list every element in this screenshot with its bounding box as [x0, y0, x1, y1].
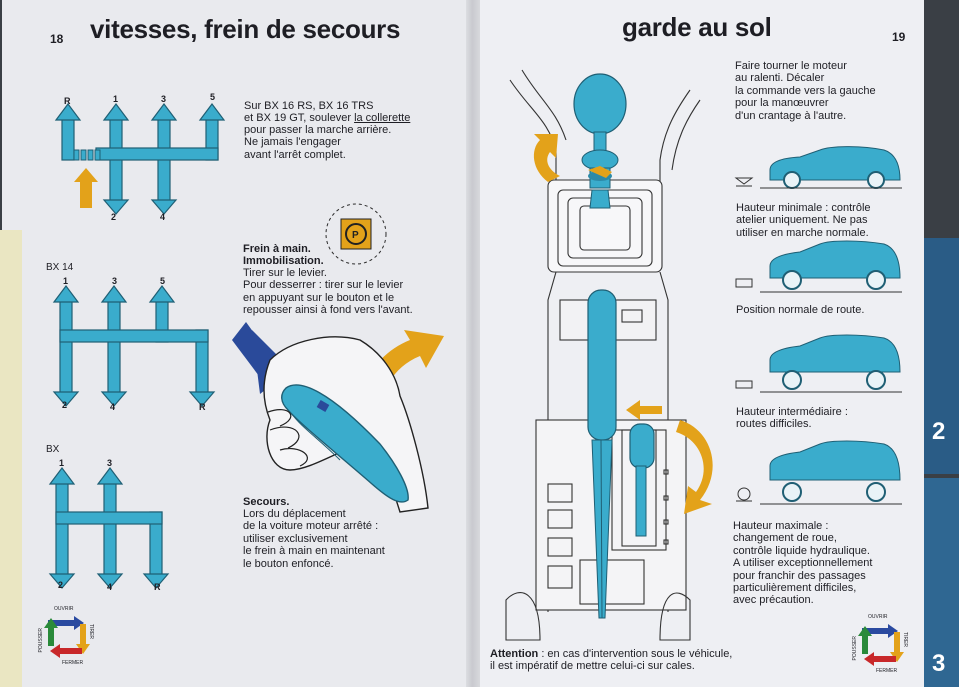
collar-term: la collerette	[354, 112, 411, 124]
handbrake-body: Tirer sur le levier. Pour desserrer : ti…	[243, 267, 413, 317]
gear-diagram-rs	[54, 103, 226, 215]
secours-heading: Secours.	[243, 496, 290, 508]
gear-label-1: 1	[113, 94, 119, 104]
gear-rs-text-line2: et BX 19 GT, soulever la collerette	[244, 112, 410, 124]
page-title: vitesses, frein de secours	[90, 14, 401, 44]
handbrake-heading-line2: Immobilisation.	[243, 255, 324, 267]
section-tab-label: 2	[932, 418, 946, 445]
gear-label-2: 2	[58, 580, 64, 590]
gear-rs-text-rest: pour passer la marche arrière. Ne jamais…	[244, 124, 392, 161]
handbrake-heading-line1: Frein à main.	[243, 243, 311, 255]
attention-note-line2: il est impératif de mettre celui-ci sur …	[490, 660, 695, 672]
gear-label-r: R	[154, 582, 161, 592]
gear-label-5: 5	[210, 92, 216, 102]
page-title: garde au sol	[622, 12, 772, 42]
car-intermediate-height	[735, 334, 902, 393]
handbrake-illustration	[232, 322, 444, 513]
gear-label-5: 5	[160, 276, 166, 286]
height-minimal-text: Hauteur minimale : contrôle atelier uniq…	[736, 202, 871, 239]
height-intermediate-text: Hauteur intermédiaire : routes difficile…	[736, 406, 848, 431]
gear-pattern-5speed-rs	[54, 103, 226, 215]
page-number: 18	[50, 32, 64, 46]
legend-right-label: TIRER	[88, 624, 94, 639]
section-tab-3[interactable]: 3	[924, 478, 959, 687]
attention-label: Attention	[490, 648, 539, 660]
car-normal-height	[735, 240, 902, 293]
gear-label-2: 2	[62, 400, 68, 410]
legend-left-label: POUSSER	[852, 636, 858, 661]
gear-bx-heading: BX	[46, 444, 60, 455]
legend-top-label: OUVRIR	[54, 606, 74, 612]
intro-text: Faire tourner le moteur au ralenti. Déca…	[735, 60, 876, 122]
gear-rs-text-line1: Sur BX 16 RS, BX 16 TRS	[244, 100, 374, 112]
gear-label-2: 2	[111, 212, 117, 222]
legend-top-label: OUVRIR	[868, 614, 888, 620]
page-number: 19	[892, 30, 906, 44]
gear-label-4: 4	[110, 402, 116, 412]
gear-label-3: 3	[107, 458, 113, 468]
page-edge	[0, 230, 22, 687]
handbrake-warning-icon: P	[325, 203, 387, 265]
rotate-arrow-icon	[533, 134, 560, 182]
car-minimal-height	[734, 146, 902, 189]
gear-diagram-bx14	[52, 285, 216, 407]
attention-text: : en cas d'intervention sous le véhicule…	[538, 648, 733, 660]
text-fragment: et BX 19 GT, soulever	[244, 112, 355, 124]
legend-bottom-label: FERMER	[876, 668, 898, 674]
shift-left-arrow-icon	[626, 400, 662, 420]
gear-label-3: 3	[161, 94, 167, 104]
lift-arrow-icon	[74, 168, 98, 208]
gear-label-4: 4	[160, 212, 166, 222]
gear-diagram-bx	[48, 467, 170, 589]
move-arrow-icon	[676, 420, 713, 514]
legend-bottom-label: FERMER	[62, 660, 84, 666]
gear-label-1: 1	[63, 276, 69, 286]
gear-bx14-heading: BX 14	[46, 262, 74, 273]
gear-label-r: R	[199, 402, 206, 412]
car-maximal-height	[736, 440, 902, 505]
section-tab-label: 3	[932, 650, 946, 677]
legend-arrows-left	[44, 616, 90, 658]
height-maximal-text: Hauteur maximale : changement de roue, c…	[733, 520, 873, 607]
gear-label-1: 1	[59, 458, 65, 468]
lever-grip	[281, 384, 409, 503]
height-normal-text: Position normale de route.	[736, 304, 865, 316]
gear-label-r: R	[64, 96, 71, 106]
section-tab-2[interactable]: 2	[924, 238, 959, 474]
collar-segments	[73, 149, 101, 161]
book-gutter	[466, 0, 480, 687]
attention-note: Attention : en cas d'intervention sous l…	[490, 648, 732, 660]
gear-label-4: 4	[107, 582, 113, 592]
legend-right-label: TIRER	[902, 632, 908, 647]
svg-text:P: P	[352, 230, 359, 241]
gear-label-3: 3	[112, 276, 118, 286]
secours-body: Lors du déplacement de la voiture moteur…	[243, 508, 385, 570]
